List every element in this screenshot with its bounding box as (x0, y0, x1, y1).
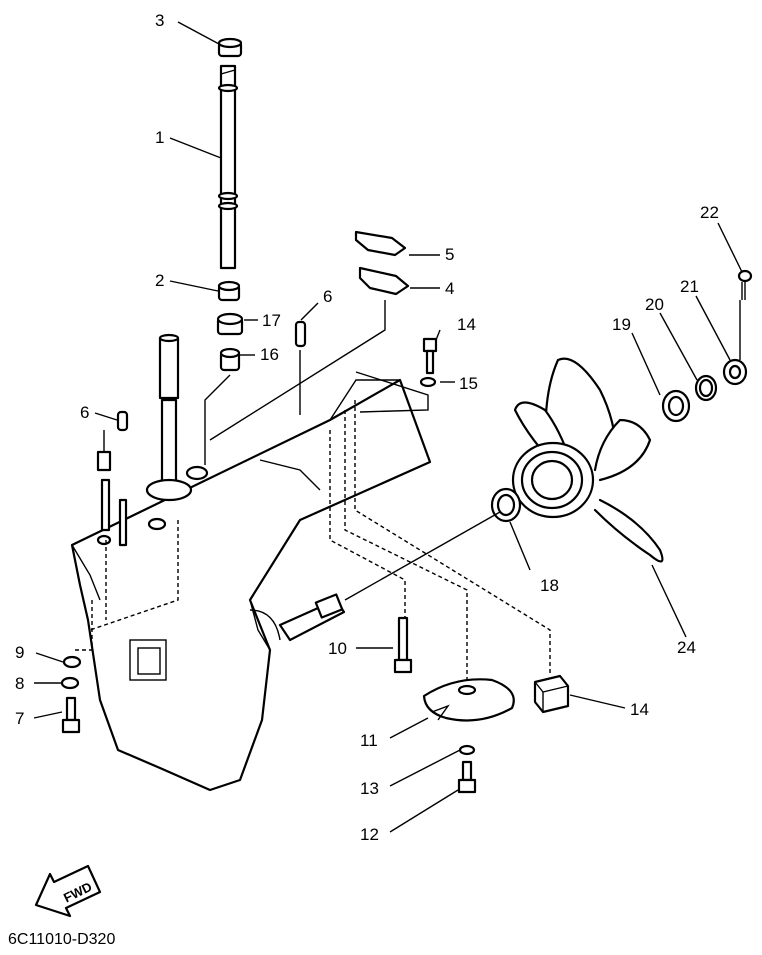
dowel-pin-upper (294, 320, 307, 348)
callout-6-left: 6 (80, 403, 89, 422)
washer-9 (62, 655, 82, 669)
bolt-12 (457, 760, 477, 794)
callout-5: 5 (445, 245, 454, 264)
callout-11: 11 (360, 731, 378, 750)
callout-19: 18 (540, 576, 559, 595)
callout-6-upper: 6 (323, 287, 332, 306)
callout-12: 12 (360, 825, 379, 844)
figure-code: 6C11010-D320 (8, 931, 115, 948)
callout-24: 24 (677, 638, 696, 657)
drive-shaft-top-bushing (217, 37, 243, 58)
thrust-washer-19 (490, 487, 522, 523)
callout-4: 4 (445, 279, 454, 298)
callout-20: 19 (612, 315, 631, 334)
callout-10: 10 (328, 639, 347, 658)
callout-7: 7 (15, 709, 24, 728)
callout-23: 22 (700, 203, 719, 222)
callout-16: 15 (459, 374, 478, 393)
callout-8: 8 (15, 674, 24, 693)
callout-14: 14 (630, 700, 649, 719)
drive-shaft-seal (219, 347, 241, 372)
propeller-24 (511, 357, 664, 563)
callout-2: 2 (155, 271, 164, 290)
anode-14 (533, 674, 570, 714)
drive-shaft-sleeve (216, 312, 244, 336)
nut-22 (722, 358, 748, 386)
drive-shaft-bushing (217, 280, 241, 302)
callout-21: 20 (645, 295, 664, 314)
callout-1: 1 (155, 128, 164, 147)
cotter-pin-23 (737, 269, 753, 300)
bolt-15 (422, 337, 438, 375)
drive-shaft (217, 64, 239, 270)
washer-13 (458, 744, 476, 756)
trim-tab-11 (422, 678, 515, 722)
washer-16 (419, 376, 437, 388)
lower-casing (70, 333, 432, 792)
callout-numbers: 3 1 2 5 4 6 17 16 14 15 6 22 21 20 19 18… (15, 11, 719, 844)
plate-4 (358, 266, 410, 296)
fwd-arrow-icon: FWD (34, 864, 102, 918)
callout-9: 9 (15, 643, 24, 662)
dowel-pin-left (116, 410, 129, 432)
plate-5 (354, 230, 407, 257)
callout-22: 21 (680, 277, 699, 296)
washer-21 (694, 374, 718, 402)
bolt-7 (61, 696, 81, 734)
callout-15: 14 (457, 315, 476, 334)
callout-18: 17 (262, 311, 281, 330)
bolt-10 (393, 616, 413, 674)
leader-lines (33, 21, 743, 833)
spacer-20 (661, 389, 691, 423)
callout-17: 16 (260, 345, 279, 364)
washer-8 (60, 676, 80, 690)
callout-3: 3 (155, 11, 164, 30)
callout-13: 13 (360, 779, 379, 798)
